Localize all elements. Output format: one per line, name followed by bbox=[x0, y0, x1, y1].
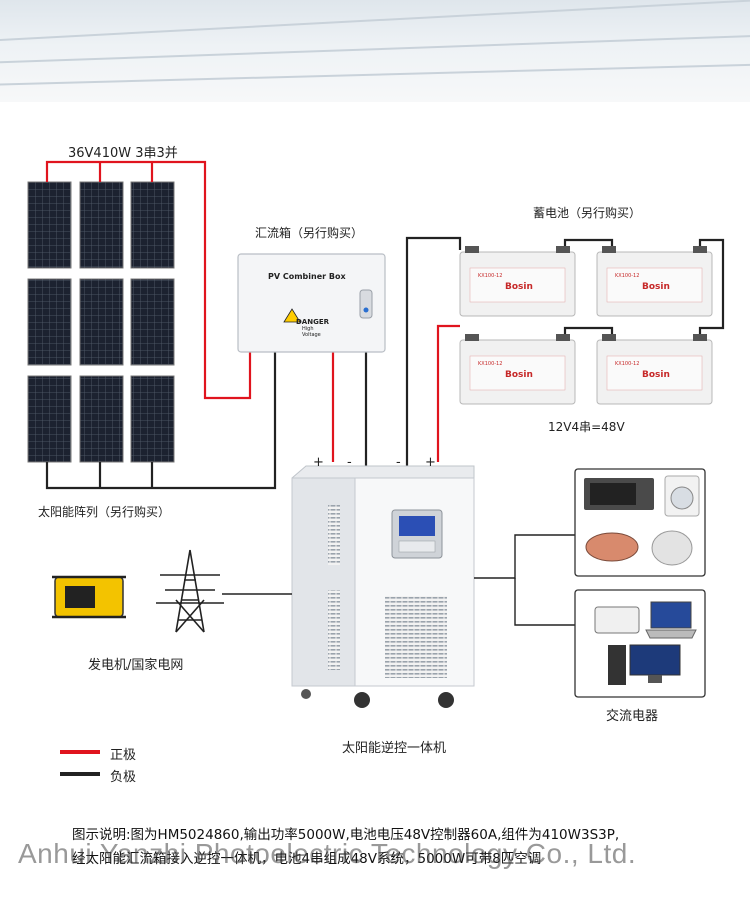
danger-label: DANGER bbox=[296, 318, 330, 326]
pv-spec-label: 36V410W 3串3并 bbox=[68, 146, 178, 161]
battery-brand: Bosin bbox=[505, 282, 533, 292]
minus-sign-battery: - bbox=[396, 455, 401, 470]
battery-bank bbox=[459, 246, 713, 405]
generator-grid-label: 发电机/国家电网 bbox=[88, 658, 184, 673]
power-tower-icon bbox=[156, 549, 224, 633]
legend-positive-line bbox=[60, 750, 100, 754]
appliance-box-1 bbox=[574, 468, 706, 577]
battery-brand: Bosin bbox=[642, 370, 670, 380]
solar-panel bbox=[27, 375, 72, 463]
solar-panel bbox=[79, 375, 124, 463]
caption-line-2: 经太阳能汇流箱接入逆控一体机，电池4串组成48V系统，5000W可带8匹空调 bbox=[72, 851, 542, 867]
solar-panel bbox=[130, 278, 175, 366]
negative-wires bbox=[45, 236, 725, 490]
legend-negative-label: 负极 bbox=[110, 770, 137, 785]
legend-positive-label: 正极 bbox=[110, 748, 137, 763]
solar-panel bbox=[130, 375, 175, 463]
battery bbox=[459, 334, 576, 405]
header-banner bbox=[0, 0, 750, 102]
ac-load-label: 交流电器 bbox=[606, 709, 659, 724]
battery-brand: Bosin bbox=[642, 282, 670, 292]
inverter-cabinet bbox=[291, 465, 475, 708]
inverter-label: 太阳能逆控一体机 bbox=[342, 741, 447, 756]
generator-icon bbox=[52, 575, 126, 619]
minus-sign-pv: - bbox=[347, 455, 352, 470]
battery bbox=[596, 246, 713, 317]
battery-brand: Bosin bbox=[505, 370, 533, 380]
combiner-label: 汇流箱（另行购买） bbox=[255, 226, 364, 240]
caption-line-1: 图示说明:图为HM5024860,输出功率5000W,电池电压48V控制器60A… bbox=[72, 827, 620, 843]
positive-wires bbox=[45, 160, 460, 462]
company-watermark: Anhui Yanzhi Photoelectric Technology Co… bbox=[18, 838, 637, 869]
battery-label: 蓄电池（另行购买） bbox=[533, 206, 642, 220]
battery-model: KX100-12 bbox=[478, 361, 503, 367]
battery-model: KX100-12 bbox=[478, 273, 503, 279]
battery bbox=[459, 246, 576, 317]
combiner-box bbox=[237, 253, 386, 353]
solar-panel bbox=[130, 181, 175, 269]
combiner-nameplate: PV Combiner Box bbox=[268, 272, 346, 281]
battery-spec-label: 12V4串=48V bbox=[548, 420, 625, 434]
danger-sub2: Voltage bbox=[302, 332, 321, 338]
appliance-box-2 bbox=[574, 589, 706, 698]
plus-sign-battery: + bbox=[425, 455, 436, 470]
battery-model: KX100-12 bbox=[615, 273, 640, 279]
solar-panel bbox=[27, 181, 72, 269]
solar-panel bbox=[79, 278, 124, 366]
danger-sub1: High bbox=[302, 326, 314, 332]
battery bbox=[596, 334, 713, 405]
battery-model: KX100-12 bbox=[615, 361, 640, 367]
ac-output-wires bbox=[474, 534, 575, 626]
solar-array bbox=[27, 181, 175, 463]
solar-panel bbox=[79, 181, 124, 269]
legend-negative-line bbox=[60, 772, 100, 776]
pv-array-label: 太阳能阵列（另行购买） bbox=[38, 505, 171, 519]
plus-sign-pv: + bbox=[313, 455, 324, 470]
solar-panel bbox=[27, 278, 72, 366]
